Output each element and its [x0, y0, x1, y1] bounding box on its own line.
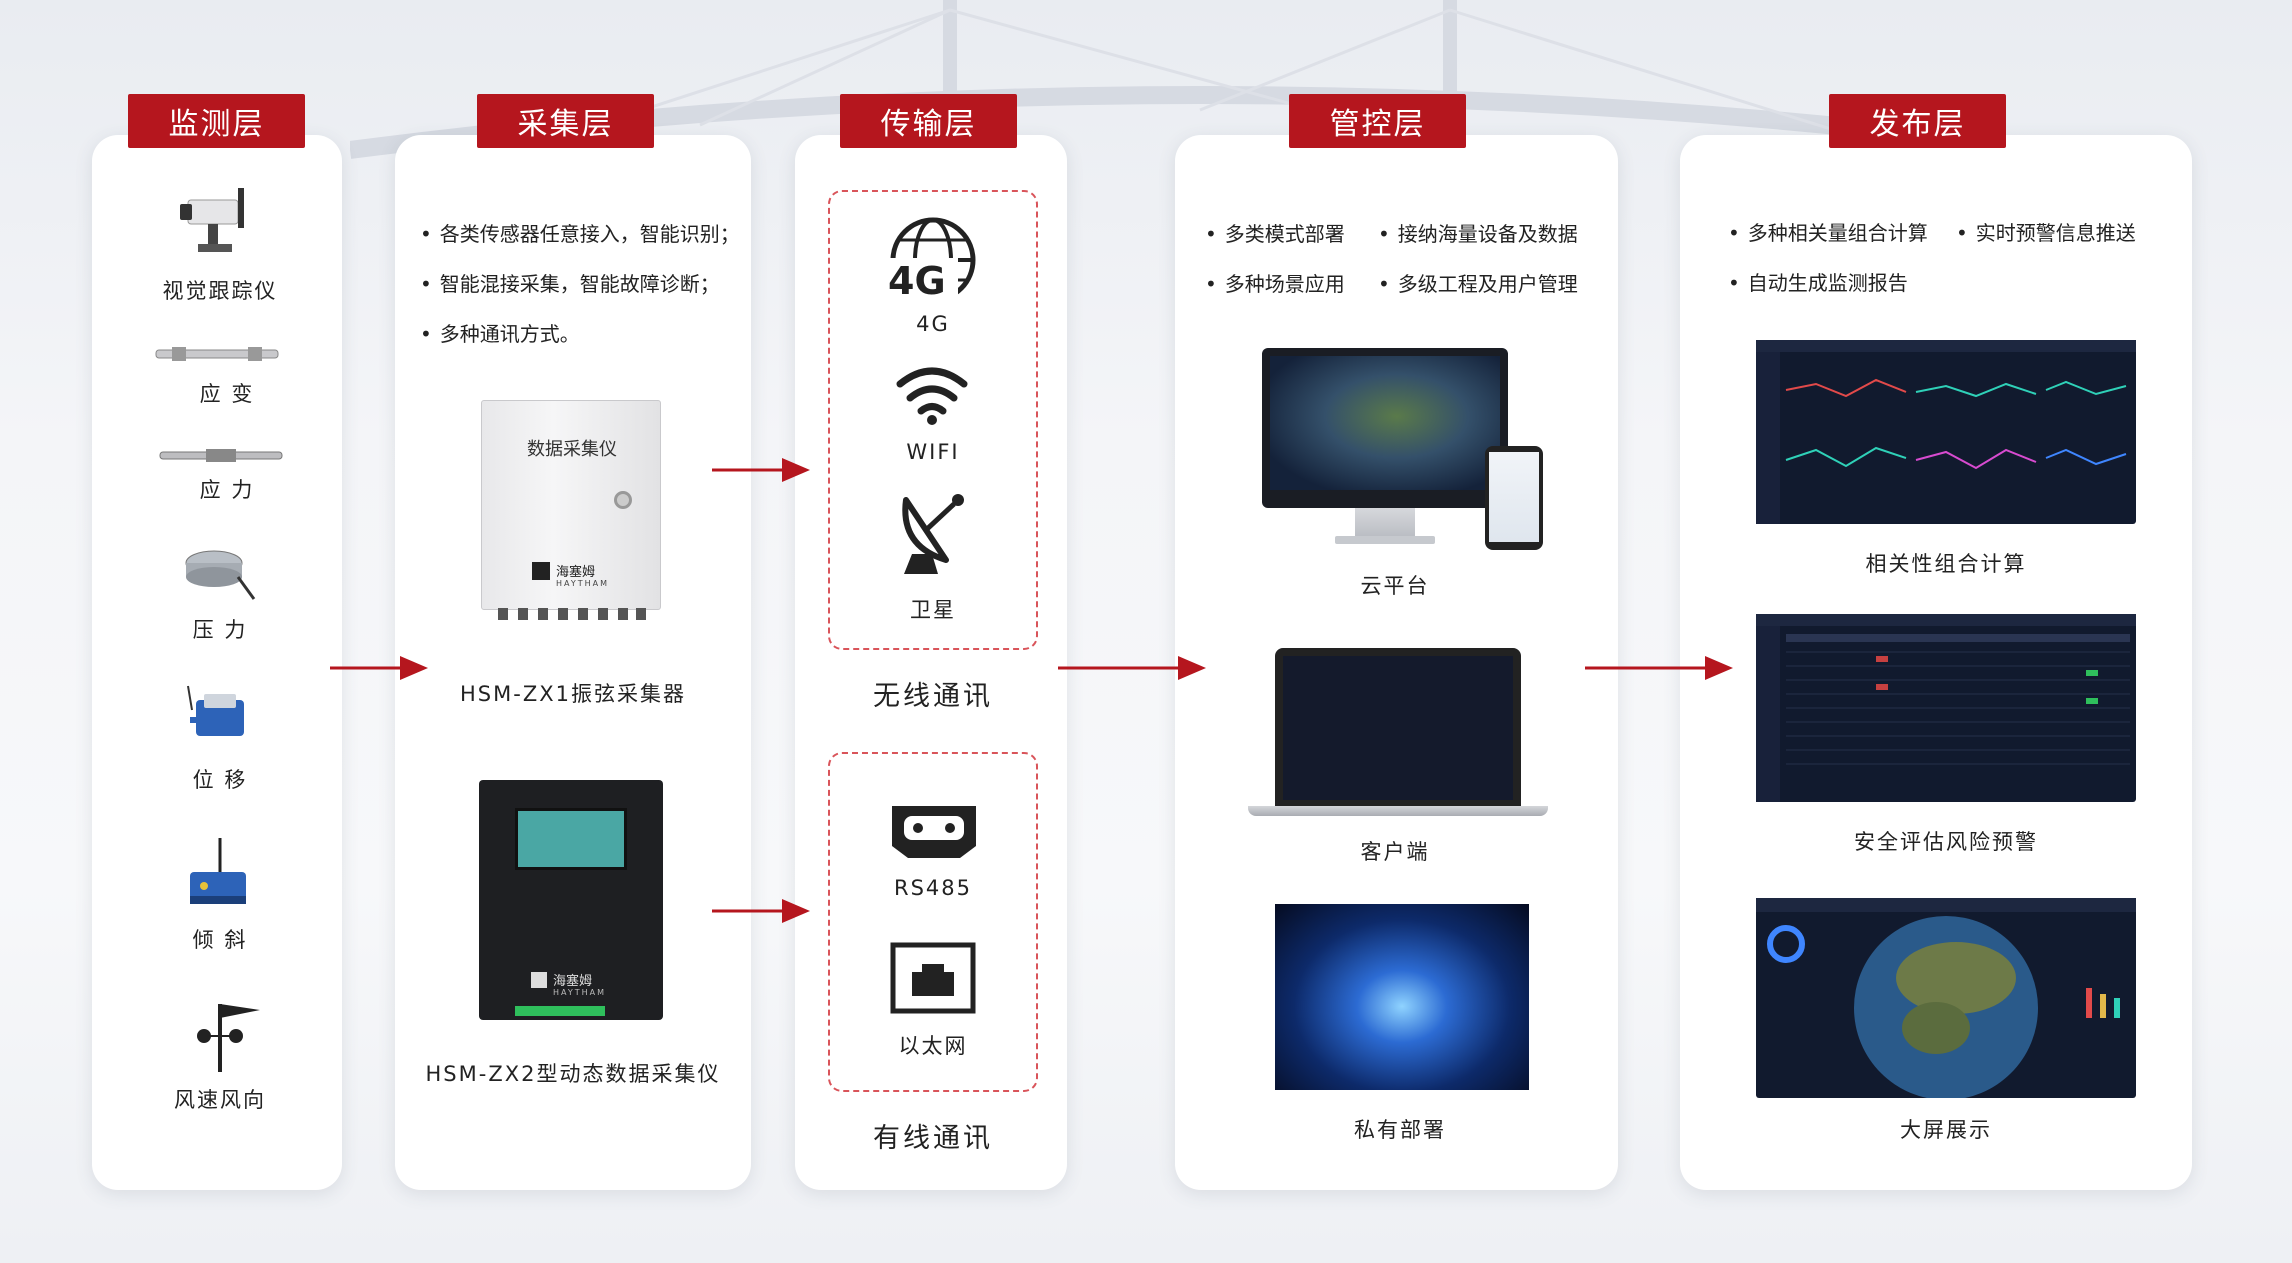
- brand-en: HAYTHAM: [556, 579, 610, 588]
- client-table-screen: [1283, 656, 1513, 800]
- arrow-transmit-to-control: [1058, 656, 1206, 680]
- layer-tag-monitor: 监测层: [128, 94, 305, 148]
- layer-tag-collect: 采集层: [477, 94, 654, 148]
- wired-title: 有线通讯: [873, 1123, 993, 1154]
- correlation-chart-lines: [1756, 340, 2136, 524]
- strain-gauge-icon: [155, 347, 279, 361]
- wireless-item-wifi: WIFI: [906, 440, 960, 464]
- device-terminal-strip: [515, 1006, 605, 1016]
- collect-feature: 各类传感器任意接入，智能识别；: [420, 218, 740, 247]
- satellite-dish-icon: [902, 494, 964, 574]
- publish-item-bigscreen: 大屏展示: [1900, 1118, 1992, 1142]
- control-item-private: 私有部署: [1354, 1118, 1446, 1142]
- private-deploy-image: [1275, 904, 1529, 1090]
- device-panel-title: 数据采集仪: [527, 439, 617, 460]
- big-screen-display: [1756, 898, 2136, 1100]
- anemometer-icon: [197, 1004, 260, 1072]
- monitor-stand: [1355, 508, 1415, 538]
- pressure-cell-icon: [185, 550, 256, 600]
- stress-gauge-icon: [159, 449, 283, 462]
- layer-tag-transmit: 传输层: [840, 94, 1017, 148]
- displacement-sensor-icon: [187, 685, 244, 736]
- monitor-item-label: 应 变: [199, 382, 255, 406]
- publish-feature: 实时预警信息推送: [1956, 217, 2136, 246]
- publish-item-correlation: 相关性组合计算: [1865, 552, 2027, 576]
- collector-device-2-name: HSM-ZX2型动态数据采集仪: [425, 1062, 721, 1086]
- wireless-title: 无线通讯: [873, 681, 993, 712]
- wireless-item-satellite: 卫星: [910, 598, 956, 622]
- risk-table-grid: [1756, 614, 2136, 802]
- arrow-collect-to-wireless: [712, 458, 810, 482]
- device-logo: 海塞姆: [531, 970, 592, 989]
- control-feature: 多类模式部署: [1205, 218, 1345, 247]
- brand-cn: 海塞姆: [556, 565, 596, 580]
- device-lcd-screen: [515, 808, 627, 870]
- monitor-item-label: 应 力: [199, 478, 255, 502]
- publish-feature: 自动生成监测报告: [1728, 267, 1908, 296]
- control-item-client: 客户端: [1360, 840, 1430, 864]
- collector-device-1-name: HSM-ZX1振弦采集器: [460, 682, 686, 706]
- control-feature: 多种场景应用: [1205, 268, 1345, 297]
- collect-feature: 智能混接采集，智能故障诊断；: [420, 268, 720, 297]
- logo-mark-icon: [532, 561, 550, 580]
- monitor-item-label: 风速风向: [174, 1088, 266, 1112]
- big-screen-globe: [1756, 898, 2136, 1100]
- brand-cn: 海塞姆: [553, 974, 593, 989]
- cloud-platform-phone: [1485, 446, 1543, 550]
- monitor-base: [1335, 536, 1435, 544]
- control-feature: 接纳海量设备及数据: [1378, 218, 1578, 247]
- device-connectors: [498, 608, 646, 620]
- control-item-cloud: 云平台: [1360, 574, 1430, 598]
- brand-en: HAYTHAM: [553, 988, 607, 997]
- collector-device-2: 海塞姆 HAYTHAM: [479, 780, 663, 1020]
- monitor-panel: [92, 135, 342, 1190]
- client-laptop: [1275, 648, 1521, 806]
- visual-tracker-icon: [180, 188, 244, 252]
- collect-feature: 多种通讯方式。: [420, 318, 580, 347]
- collector-device-1: 数据采集仪 海塞姆 HAYTHAM: [481, 400, 661, 610]
- layer-tag-publish: 发布层: [1829, 94, 2006, 148]
- phone-screen: [1489, 452, 1539, 542]
- tilt-sensor-icon: [190, 838, 246, 904]
- monitor-item-label: 倾 斜: [192, 928, 248, 952]
- arrow-control-to-publish: [1585, 656, 1733, 680]
- layer-tag-control: 管控层: [1289, 94, 1466, 148]
- ethernet-port-icon: [890, 942, 976, 1014]
- wireless-item-4g: 4G: [916, 312, 950, 336]
- wired-item-rs485: RS485: [893, 876, 972, 900]
- monitor-item-label: 视觉跟踪仪: [162, 279, 278, 303]
- logo-mark-icon: [531, 971, 547, 988]
- device-logo: 海塞姆: [532, 561, 595, 580]
- wifi-icon: [896, 367, 968, 425]
- control-feature: 多级工程及用户管理: [1378, 268, 1578, 297]
- arrow-monitor-to-collect: [330, 656, 428, 680]
- publish-feature: 多种相关量组合计算: [1728, 217, 1928, 246]
- monitor-item-label: 位 移: [192, 768, 248, 792]
- correlation-calc-screenshot: [1756, 340, 2136, 524]
- arrow-collect-to-wired: [712, 899, 810, 923]
- wired-item-ethernet: 以太网: [898, 1034, 968, 1058]
- device-indicator-light: [614, 491, 632, 509]
- 4g-glyph: 4G: [888, 258, 958, 304]
- laptop-base: [1248, 806, 1548, 816]
- publish-item-risk: 安全评估风险预警: [1854, 830, 2038, 854]
- risk-warning-screenshot: [1756, 614, 2136, 802]
- cloud-map-screen: [1270, 356, 1500, 490]
- monitor-item-label: 压 力: [192, 618, 248, 642]
- rs485-port-icon: [892, 806, 976, 858]
- cloud-platform-monitor: [1262, 348, 1508, 508]
